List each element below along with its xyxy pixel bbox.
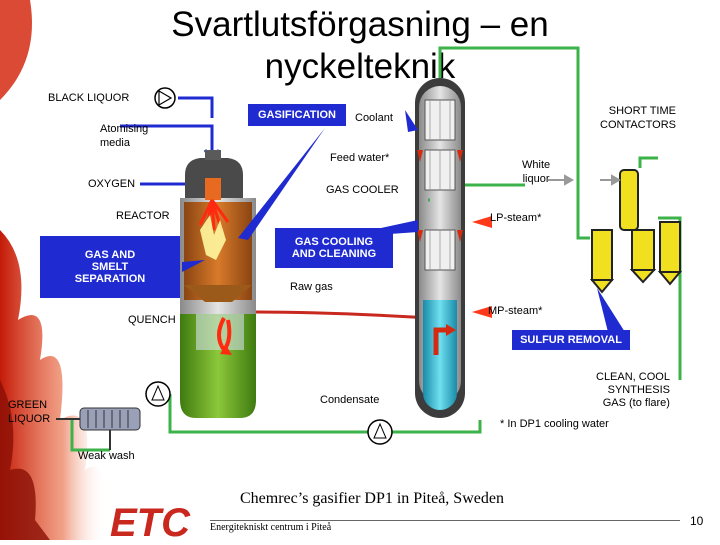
- label-clean-gas: CLEAN, COOL SYNTHESIS GAS (to flare): [596, 371, 670, 409]
- label-mp-steam: MP-steam*: [488, 305, 543, 317]
- label-short-time-contactors: SHORT TIME CONTACTORS: [600, 105, 676, 131]
- label-green-liquor: GREEN LIQUOR: [8, 399, 51, 425]
- footer-divider: [210, 520, 680, 521]
- label-atomising-media: Atomising media: [100, 123, 149, 149]
- label-gas-cooler: GAS COOLER: [326, 184, 399, 196]
- pump-icon: [145, 381, 171, 407]
- org-name: Energitekniskt centrum i Piteå: [210, 522, 332, 533]
- title-line-2: nyckelteknik: [264, 47, 456, 86]
- label-gas-cooling: GAS COOLING AND CLEANING: [275, 228, 393, 268]
- label-oxygen: OXYGEN: [88, 178, 136, 190]
- label-coolant: Coolant: [355, 112, 393, 124]
- label-quench: QUENCH: [128, 314, 176, 326]
- footer-caption: Chemrec’s gasifier DP1 in Piteå, Sweden: [240, 490, 504, 507]
- contactor-vessel-2: [619, 169, 639, 231]
- slide-title: Svartlutsförgasning – en nyckelteknik: [140, 4, 580, 88]
- gasification-pointer: [238, 128, 325, 240]
- etc-logo: ETC: [110, 500, 210, 545]
- label-weak-wash: Weak wash: [78, 450, 135, 462]
- label-footnote: * In DP1 cooling water: [500, 418, 609, 430]
- label-gas-and-smelt: GAS AND SMELT SEPARATION: [40, 236, 180, 298]
- contactor-vessel-1: [589, 229, 615, 294]
- label-raw-gas: Raw gas: [290, 281, 333, 293]
- pump-icon-2: [367, 419, 393, 445]
- gas-and-smelt-text: GAS AND SMELT SEPARATION: [74, 249, 146, 285]
- sulfur-removal-pointer: [597, 288, 630, 340]
- label-sulfur-removal: SULFUR REMOVAL: [512, 330, 630, 350]
- label-condensate: Condensate: [320, 394, 380, 406]
- title-line-1: Svartlutsförgasning – en: [171, 5, 549, 44]
- contactor-vessel-4: [657, 221, 683, 286]
- label-reactor: REACTOR: [116, 210, 170, 222]
- label-feed-water: Feed water*: [330, 152, 390, 164]
- page-number: 10: [690, 514, 704, 528]
- etc-logo-text: ETC: [110, 501, 191, 540]
- label-gasification: GASIFICATION: [248, 104, 346, 126]
- valve-icon: [154, 87, 176, 109]
- reactor-vessel: [180, 150, 256, 302]
- heat-exchanger-icon: [79, 407, 141, 450]
- label-black-liquor: BLACK LIQUOR: [48, 92, 130, 104]
- quench-vessel: [180, 302, 256, 418]
- label-white-liquor: White liquor: [522, 159, 551, 185]
- gas-cooling-text: GAS COOLING AND CLEANING: [291, 236, 377, 260]
- gas-cooler-vessel: [415, 78, 465, 418]
- label-lp-steam: LP-steam*: [490, 212, 542, 224]
- contactor-vessel-3: [629, 229, 657, 284]
- etc-logo-graphic: ETC: [110, 501, 191, 545]
